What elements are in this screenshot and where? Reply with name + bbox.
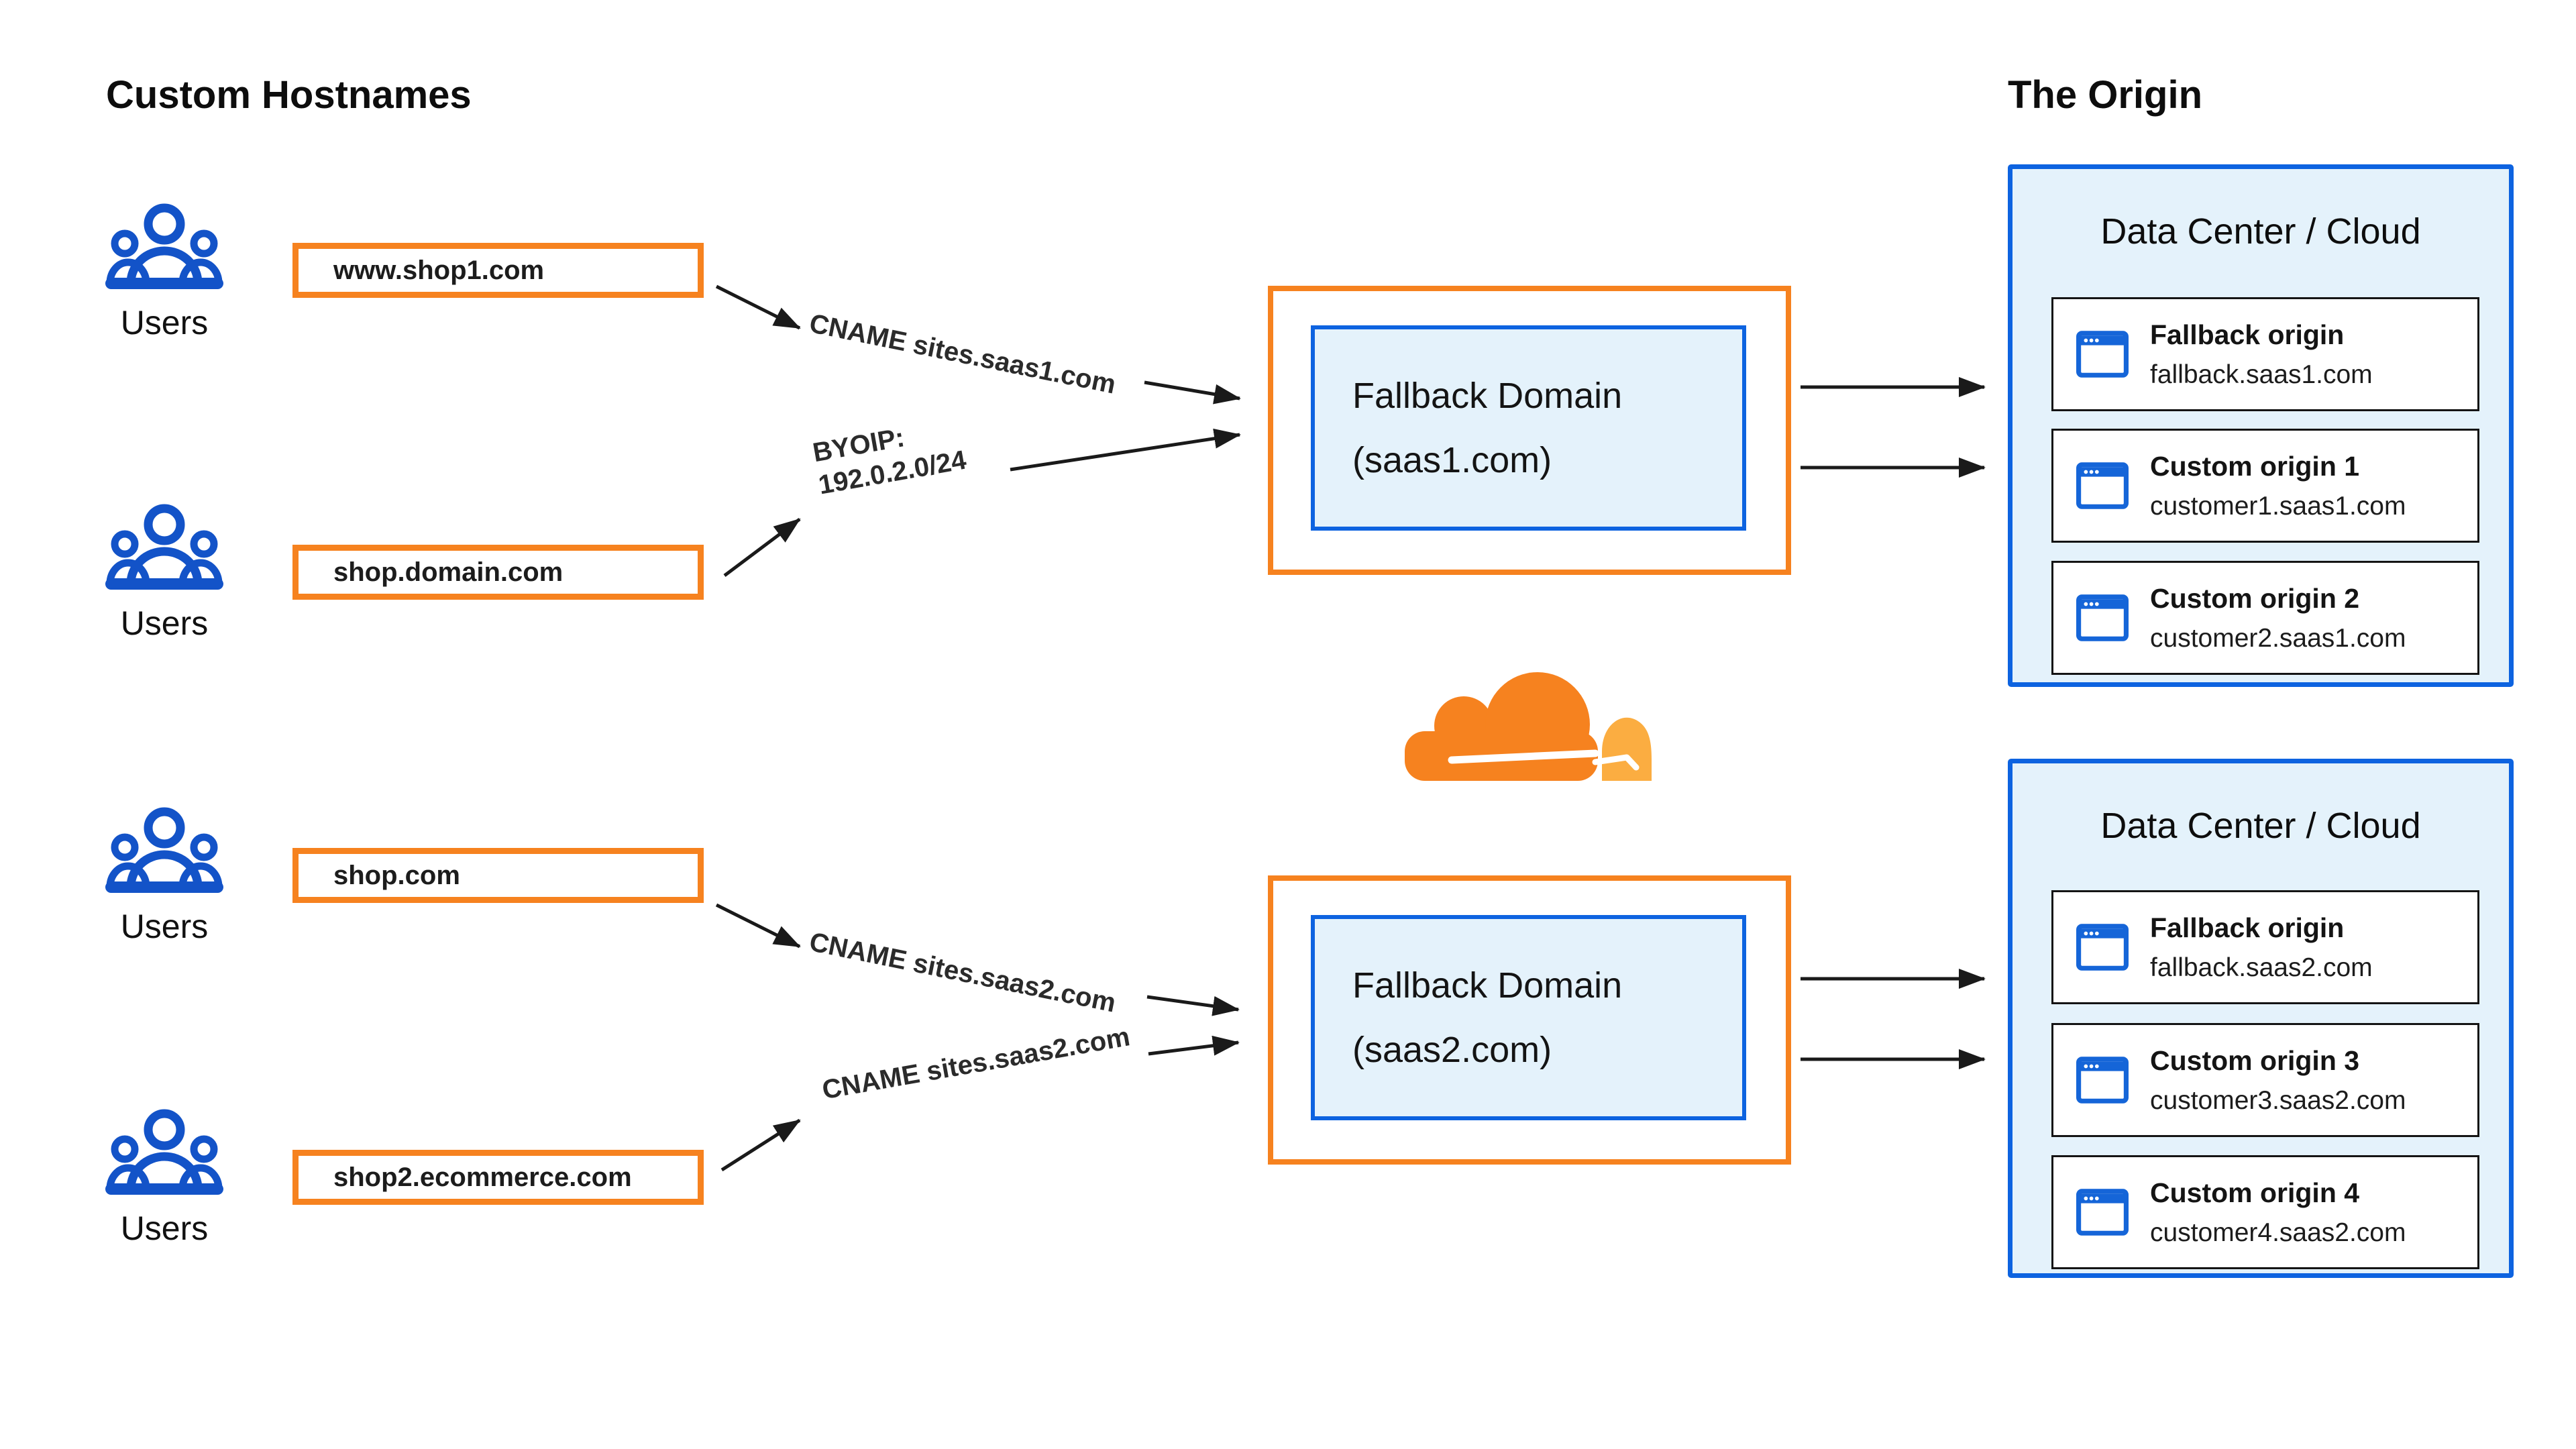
users-icon [105, 802, 223, 902]
data-center-title: Data Center / Cloud [2100, 211, 2421, 252]
browser-window-icon [2076, 594, 2129, 641]
cname-saas1-label: CNAME sites.saas1.com [806, 308, 1118, 400]
origin-name: Custom origin 4 [2150, 1177, 2360, 1208]
origin-host: fallback.saas1.com [2150, 360, 2373, 389]
fallback-domain-line1: Fallback Domain [1352, 376, 1623, 416]
users-label: Users [120, 1210, 209, 1247]
fallback-domain-saas2: Fallback Domain (saas2.com) [1311, 915, 1746, 1120]
data-center-1: Data Center / Cloud Fallback origin fall… [2008, 164, 2514, 687]
origin-card-fallback-saas2: Fallback origin fallback.saas2.com [2051, 890, 2479, 1004]
origin-name: Custom origin 3 [2150, 1044, 2360, 1076]
browser-window-icon [2076, 924, 2129, 971]
origin-card-fallback-saas1: Fallback origin fallback.saas1.com [2051, 297, 2479, 411]
arrow-shop1-to-cname1 [715, 284, 801, 330]
origin-card-custom-origin-2: Custom origin 2 customer2.saas1.com [2051, 561, 2479, 675]
users-label: Users [120, 304, 209, 341]
cname-saas2-upper-label: CNAME sites.saas2.com [806, 926, 1118, 1018]
hostname-box-shop2-ecommerce: shop2.ecommerce.com [292, 1150, 704, 1205]
browser-window-icon [2076, 1057, 2129, 1104]
users-icon [105, 199, 223, 298]
hostname-text: shop2.ecommerce.com [333, 1162, 632, 1192]
origin-host: customer1.saas1.com [2150, 491, 2406, 521]
origin-card-custom-origin-1: Custom origin 1 customer1.saas1.com [2051, 429, 2479, 543]
hostname-box-shop1: www.shop1.com [292, 243, 704, 298]
origin-host: customer3.saas2.com [2150, 1085, 2406, 1115]
fallback-domain-line1: Fallback Domain [1352, 965, 1623, 1006]
the-origin-title: The Origin [2008, 73, 2202, 117]
browser-window-icon [2076, 462, 2129, 509]
origin-card-custom-origin-3: Custom origin 3 customer3.saas2.com [2051, 1023, 2479, 1137]
origin-name: Custom origin 2 [2150, 582, 2360, 614]
users-label: Users [120, 604, 209, 642]
users-icon [105, 499, 223, 598]
origin-host: fallback.saas2.com [2150, 953, 2373, 982]
origin-host: customer4.saas2.com [2150, 1218, 2406, 1247]
arrow-byoip-to-fallback1 [1010, 428, 1241, 472]
users-icon [105, 1104, 223, 1203]
fallback-domain-line2: (saas2.com) [1352, 1030, 1552, 1070]
users-label: Users [120, 908, 209, 945]
hostname-text: www.shop1.com [333, 255, 545, 285]
origin-name: Fallback origin [2150, 319, 2345, 350]
hostname-text: shop.domain.com [333, 557, 564, 587]
browser-window-icon [2076, 1189, 2129, 1236]
hostname-text: shop.com [333, 860, 460, 890]
data-center-2: Data Center / Cloud Fallback origin fall… [2008, 759, 2514, 1278]
fallback-domain-line2: (saas1.com) [1352, 440, 1552, 480]
origin-name: Fallback origin [2150, 912, 2345, 943]
browser-window-icon [2076, 331, 2129, 378]
cloudflare-logo [1405, 665, 1652, 781]
cname-saas2-lower-label: CNAME sites.saas2.com [820, 1022, 1132, 1106]
data-center-title: Data Center / Cloud [2100, 806, 2421, 846]
hostname-box-shop-domain: shop.domain.com [292, 545, 704, 600]
custom-hostnames-title: Custom Hostnames [106, 73, 472, 117]
origin-card-custom-origin-4: Custom origin 4 customer4.saas2.com [2051, 1155, 2479, 1269]
arrow-cname2-upper-to-fallback2 [1146, 995, 1240, 1016]
origin-host: customer2.saas1.com [2150, 623, 2406, 653]
hostname-box-shop: shop.com [292, 848, 704, 903]
arrow-shopdomain-to-byoip [723, 518, 801, 577]
arrow-cname1-to-fallback1 [1144, 380, 1241, 405]
arrow-shop2-to-cname2-lower [720, 1118, 801, 1172]
byoip-label: BYOIP: 192.0.2.0/24 [810, 411, 969, 502]
origin-name: Custom origin 1 [2150, 450, 2360, 482]
arrow-shop-to-cname2-upper [715, 903, 801, 949]
fallback-domain-saas1: Fallback Domain (saas1.com) [1311, 325, 1746, 531]
arrow-cname2-lower-to-fallback2 [1148, 1035, 1240, 1056]
